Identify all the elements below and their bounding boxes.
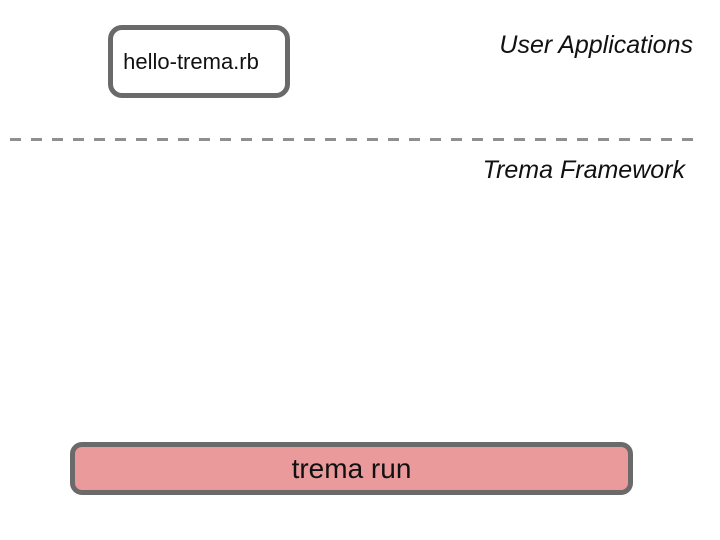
- trema-framework-layer-label: Trema Framework: [482, 156, 685, 184]
- trema-run-bar-label: trema run: [291, 452, 412, 484]
- trema-run-bar: trema run: [70, 442, 633, 495]
- user-applications-layer-label: User Applications: [499, 31, 693, 59]
- app-box-hello-trema: hello-trema.rb: [108, 25, 290, 98]
- layer-divider-dashed-line: [10, 138, 702, 141]
- app-box-label: hello-trema.rb: [123, 48, 259, 74]
